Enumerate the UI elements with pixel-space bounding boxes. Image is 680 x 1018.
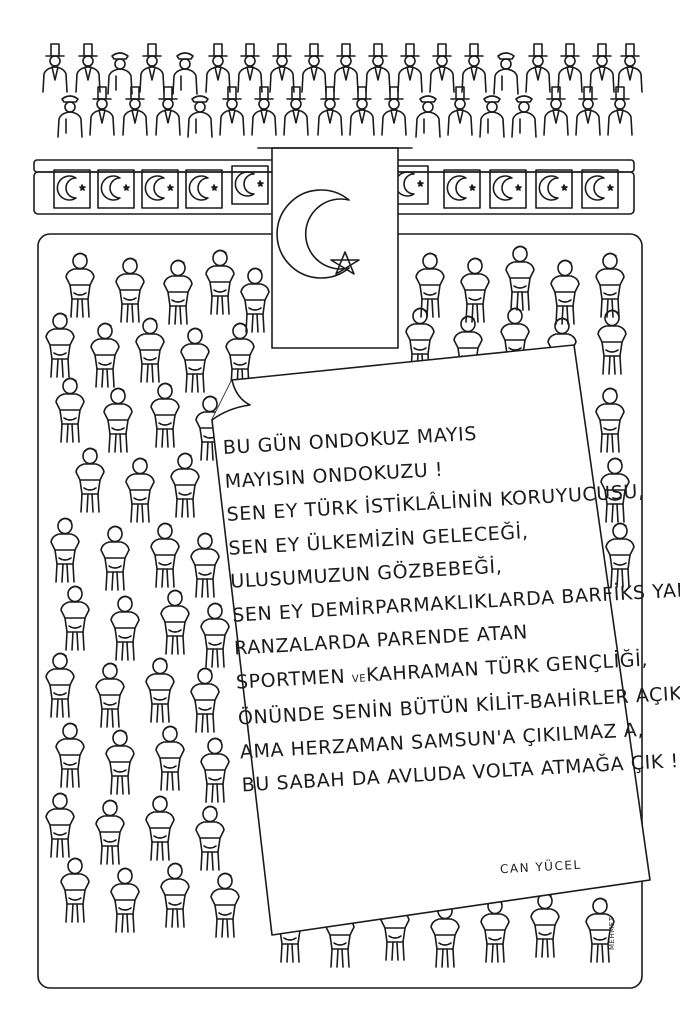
turkish-flag (257, 147, 413, 349)
poem-text: BU GÜN ONDOKUZ MAYIS MAYISIN ONDOKUZU ! … (222, 409, 680, 803)
tribune-officials (42, 43, 643, 138)
flag-crescent-icon (276, 189, 350, 279)
flag-star-icon (330, 251, 360, 275)
poem-connector: VE (351, 672, 367, 685)
artist-signature: MEHMET (608, 916, 616, 950)
poem-line-8a: SPORTMEN (235, 665, 346, 694)
poem-sheet-curl (211, 379, 251, 421)
